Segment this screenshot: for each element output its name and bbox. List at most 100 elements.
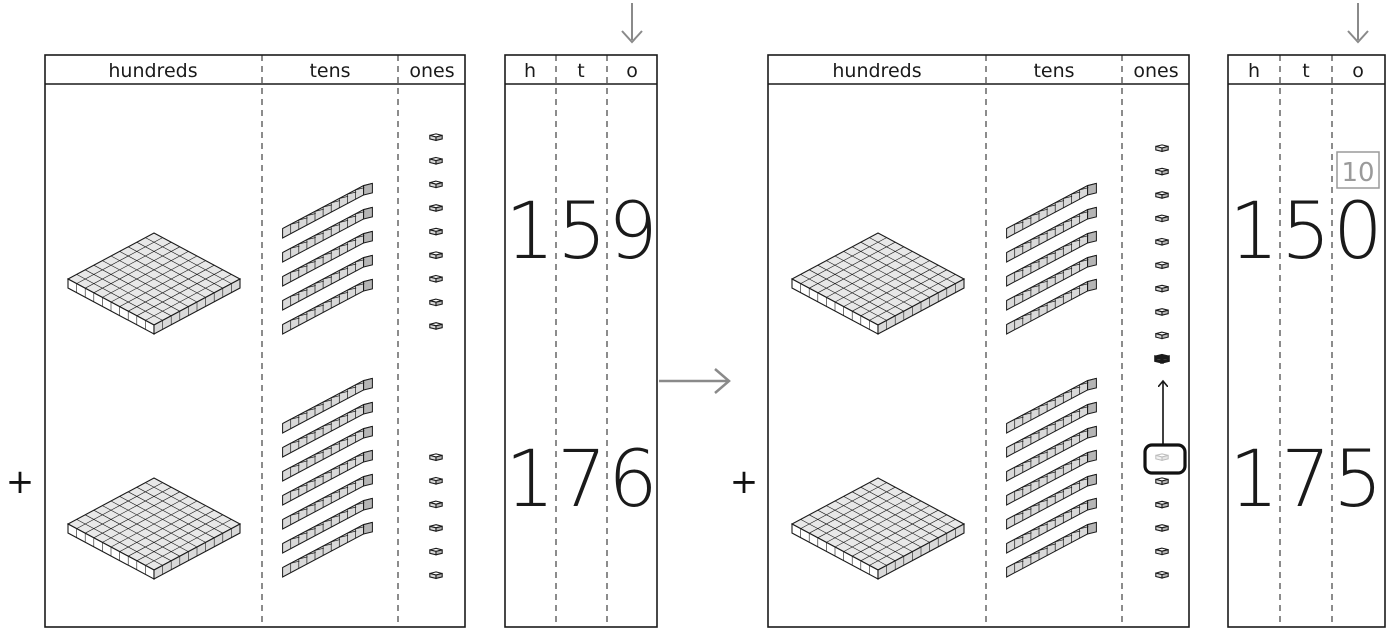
ten-rod	[1006, 206, 1097, 263]
header-tens: tens	[309, 60, 350, 82]
tens-rods	[282, 377, 373, 578]
ten-rod	[1006, 425, 1097, 482]
ten-rod	[282, 182, 373, 239]
digit-ones: 6	[608, 435, 658, 525]
digit-ones: 0	[1333, 187, 1383, 277]
ten-rod	[1006, 521, 1097, 578]
hundreds-flat	[790, 232, 966, 335]
left-number-table: h t o 1 5 9 1 7 6	[504, 54, 658, 628]
plus-sign: +	[6, 462, 35, 502]
digit-tens: 5	[1281, 187, 1331, 277]
one-cube	[1155, 524, 1169, 532]
ten-rod	[1006, 278, 1097, 335]
one-cube	[1155, 331, 1169, 340]
digit-hundreds: 1	[505, 435, 555, 525]
one-cube	[1155, 500, 1169, 509]
ones-cubes	[1155, 453, 1169, 579]
ten-rod	[282, 278, 373, 335]
one-cube	[429, 547, 443, 556]
ten-rod	[282, 473, 373, 530]
digit-hundreds: 1	[505, 187, 555, 277]
right-block-table: hundreds tens ones	[767, 54, 1190, 628]
ten-rod	[282, 497, 373, 554]
ten-rod	[282, 206, 373, 263]
moved-cube-origin-highlight	[1143, 443, 1187, 475]
one-cube	[429, 500, 443, 509]
ten-rod	[282, 377, 373, 434]
header-t: t	[577, 60, 584, 82]
regroup-annotation	[1143, 382, 1187, 475]
one-cube	[429, 571, 443, 580]
header-h: h	[1248, 60, 1260, 82]
header-ones: ones	[409, 60, 454, 82]
ten-rod	[282, 521, 373, 578]
one-cube	[1155, 261, 1169, 270]
header-hundreds: hundreds	[108, 60, 197, 82]
one-cube	[1155, 570, 1169, 579]
ones-column-pointer-arrow	[621, 3, 643, 44]
one-cube	[429, 133, 443, 142]
one-cube	[1155, 237, 1169, 246]
right-number-table: h t o 10 1 5 0 1 7 5	[1227, 54, 1386, 628]
carry-box	[1336, 151, 1380, 189]
one-cube	[1155, 144, 1169, 153]
one-cube	[1155, 167, 1169, 176]
ten-rod	[1006, 497, 1097, 554]
one-cube	[1154, 353, 1170, 365]
ten-rod	[282, 401, 373, 458]
moved-cube-ghost	[1155, 453, 1169, 462]
header-ones: ones	[1133, 60, 1178, 82]
ten-rod	[282, 230, 373, 287]
hundreds-flat	[66, 477, 242, 580]
digit-ones: 9	[608, 187, 658, 277]
tens-rods	[1006, 377, 1097, 578]
tens-rods	[1006, 182, 1097, 335]
left-block-table: hundreds tens ones	[44, 54, 466, 628]
one-cube	[429, 156, 443, 165]
one-cube	[429, 274, 443, 283]
hundreds-flat	[66, 232, 242, 335]
ten-rod	[282, 254, 373, 311]
header-o: o	[1352, 60, 1364, 82]
ten-rod	[1006, 254, 1097, 311]
plus-sign: +	[730, 462, 759, 502]
header-tens: tens	[1033, 60, 1074, 82]
one-cube	[429, 204, 443, 212]
digit-hundreds: 1	[1229, 435, 1279, 525]
one-cube	[1155, 214, 1169, 223]
ten-rod	[1006, 377, 1097, 434]
ten-rod	[282, 449, 373, 506]
one-cube	[1155, 308, 1169, 316]
digit-tens: 5	[557, 187, 607, 277]
one-cube	[1155, 191, 1169, 199]
digit-tens: 7	[1281, 435, 1331, 525]
one-cube	[429, 524, 443, 532]
one-cube	[429, 227, 443, 236]
ten-rod	[282, 425, 373, 482]
one-cube	[429, 251, 443, 260]
carry-ten-ones: 10	[1341, 158, 1374, 188]
one-cube	[1155, 547, 1169, 556]
one-cube	[429, 298, 443, 307]
one-cube	[429, 180, 443, 189]
hundreds-flat	[790, 477, 966, 580]
tens-rods	[282, 182, 373, 335]
transition-arrow	[659, 368, 731, 394]
ones-cubes	[1154, 144, 1170, 365]
ten-rod	[1006, 401, 1097, 458]
one-cube	[1155, 477, 1169, 486]
ten-rod	[1006, 449, 1097, 506]
one-cube	[1155, 284, 1169, 293]
ten-rod	[1006, 230, 1097, 287]
ten-rod	[1006, 473, 1097, 530]
ones-cubes	[429, 453, 443, 580]
digit-ones: 5	[1333, 435, 1383, 525]
header-hundreds: hundreds	[832, 60, 921, 82]
one-cube	[429, 322, 443, 330]
ones-column-pointer-arrow	[1347, 3, 1369, 44]
header-t: t	[1302, 60, 1309, 82]
ones-cubes	[429, 133, 443, 330]
digit-tens: 7	[557, 435, 607, 525]
header-o: o	[626, 60, 638, 82]
